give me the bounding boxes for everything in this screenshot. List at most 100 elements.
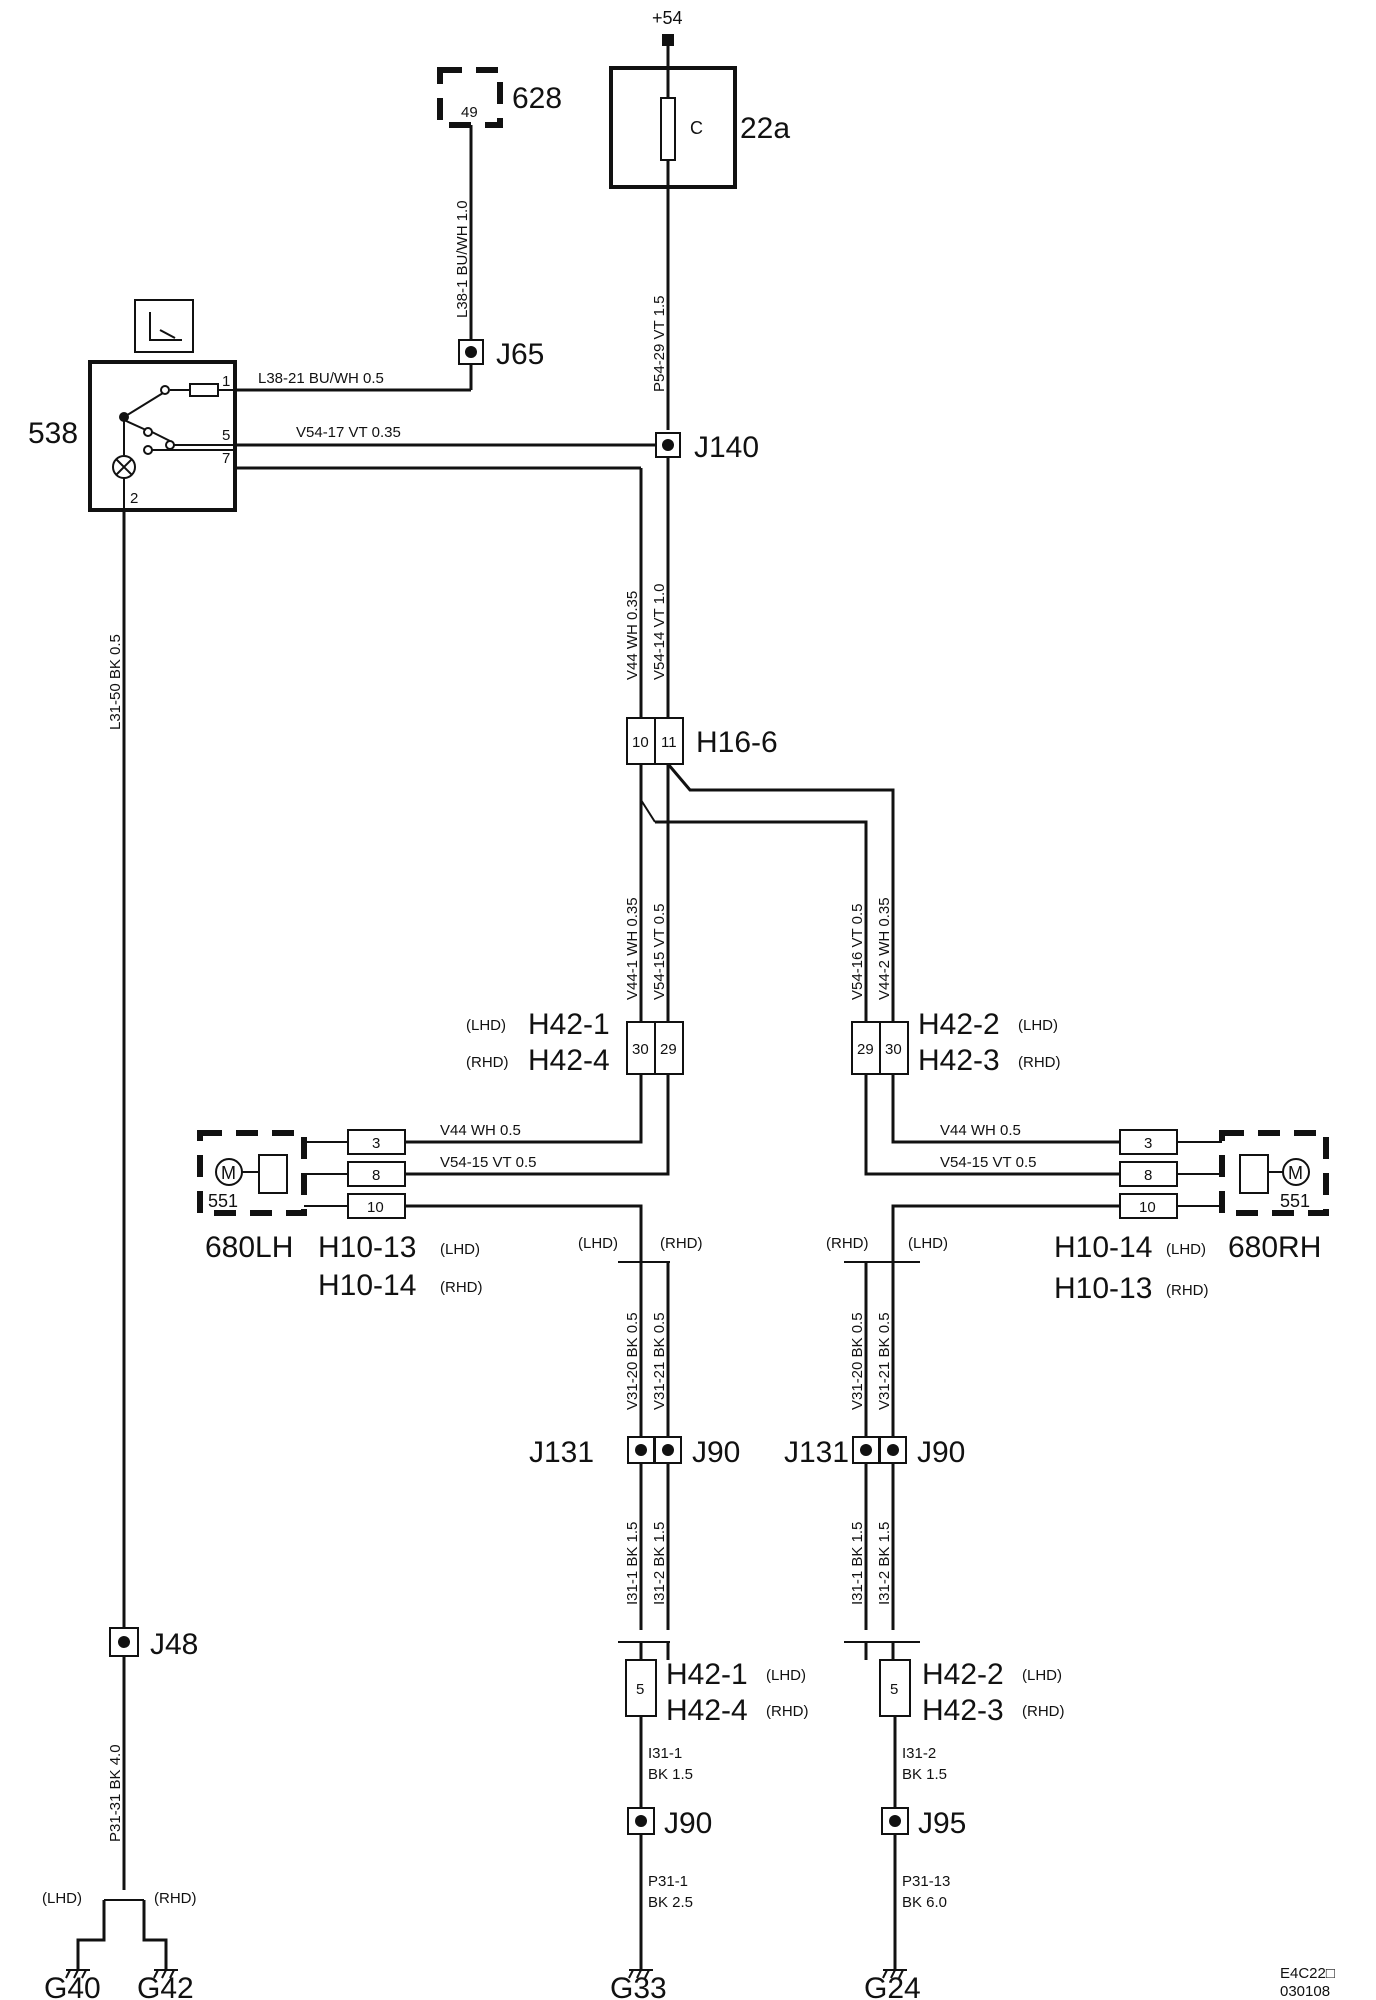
connector-h42-3-label: H42-3	[918, 1044, 1000, 1077]
supply-terminal	[662, 34, 674, 46]
motor-lh-code: 551	[208, 1191, 238, 1211]
svg-text:30: 30	[885, 1041, 902, 1058]
tag-lhd-h42-1: (LHD)	[466, 1017, 506, 1034]
svg-text:8: 8	[372, 1167, 380, 1184]
connector-h16-6-pin11	[654, 717, 684, 765]
svg-text:J131: J131	[529, 1436, 594, 1469]
svg-text:11: 11	[661, 734, 677, 751]
wire-v44-2: V44-2 WH 0.35	[876, 897, 893, 1000]
connector-h42-ground-right	[879, 1659, 911, 1717]
wire-v54-16: V54-16 VT 0.5	[849, 904, 866, 1000]
connector-h42-1-ground-label: H42-1	[666, 1658, 748, 1691]
tag-lhd-h42-2: (LHD)	[1018, 1017, 1058, 1034]
wire-v31-21-left: V31-21 BK 0.5	[651, 1312, 668, 1410]
svg-text:3: 3	[372, 1135, 380, 1152]
footer-date: 030108	[1280, 1983, 1330, 2000]
control-pin-49: 49	[461, 104, 478, 121]
wire-i31-1-right: I31-1 BK 1.5	[849, 1522, 866, 1605]
switch-pin-5: 5	[222, 427, 230, 444]
switch-icon	[134, 299, 194, 353]
wire-v44-wh-05-left: V44 WH 0.5	[440, 1122, 521, 1139]
connector-h42-4-label: H42-4	[528, 1044, 610, 1077]
wire-v54-14: V54-14 VT 1.0	[651, 584, 668, 680]
tag-lhd-h10-14-right: (LHD)	[1166, 1241, 1206, 1258]
svg-text:(RHD): (RHD)	[766, 1703, 809, 1720]
wire-i31-2-left: I31-2 BK 1.5	[651, 1522, 668, 1605]
svg-text:J90: J90	[692, 1436, 740, 1469]
connector-h10-14-right: H10-14	[1054, 1231, 1152, 1264]
fuse-letter: C	[690, 118, 703, 138]
wire-i31-2-right: I31-2 BK 1.5	[876, 1522, 893, 1605]
svg-text:10: 10	[367, 1199, 384, 1216]
svg-text:8: 8	[1144, 1167, 1152, 1184]
switch-label: 538	[28, 417, 78, 450]
tag-rhd-h42-3: (RHD)	[1018, 1054, 1061, 1071]
connector-h42-1-label: H42-1	[528, 1008, 610, 1041]
wire-p31-13: P31-13	[902, 1873, 950, 1890]
tag-rhd-h10-14-left: (RHD)	[440, 1279, 483, 1296]
fuse-icon	[660, 97, 676, 161]
footer-code: E4C22□	[1280, 1965, 1335, 1982]
ground-g40-icon	[65, 1969, 90, 1979]
wire-l31-50: L31-50 BK 0.5	[107, 634, 124, 730]
wire-i31-1-short: I31-1	[648, 1745, 682, 1762]
tag-rhd-h10-13-right: (RHD)	[1166, 1282, 1209, 1299]
fuse-box	[609, 66, 737, 189]
ground-g24-label: G24	[864, 1972, 921, 2000]
junction-j90	[627, 1807, 655, 1835]
connector-h10-14-left: H10-14	[318, 1269, 416, 1302]
wire-v44: V44 WH 0.35	[624, 591, 641, 680]
wire-i31-1-left: I31-1 BK 1.5	[624, 1522, 641, 1605]
supply-label: +54	[652, 8, 683, 28]
connector-h42-2-ground-label: H42-2	[922, 1658, 1004, 1691]
tag-rhd-h42-4: (RHD)	[466, 1054, 509, 1071]
junction-j65-label: J65	[496, 338, 544, 371]
switch-pin-7: 7	[222, 450, 230, 467]
connector-lh-pin8	[347, 1161, 406, 1187]
junction-j48-label: J48	[150, 1628, 198, 1661]
wire-p31-31: P31-31 BK 4.0	[107, 1744, 124, 1842]
tag-lhd-h10-13-left: (LHD)	[440, 1241, 480, 1258]
wire-i31-2-short: I31-2	[902, 1745, 936, 1762]
svg-text:3: 3	[1144, 1135, 1152, 1152]
svg-text:5: 5	[890, 1681, 898, 1698]
connector-h10-13-left: H10-13	[318, 1231, 416, 1264]
svg-text:10: 10	[632, 734, 649, 751]
connector-lh-pin10	[347, 1193, 406, 1219]
wire-v54-17: V54-17 VT 0.35	[296, 424, 401, 441]
connector-h16-6-label: H16-6	[696, 726, 778, 759]
svg-text:(LHD): (LHD)	[1022, 1667, 1062, 1684]
svg-text:29: 29	[660, 1041, 677, 1058]
wire-v54-15-left: V54-15 VT 0.5	[440, 1154, 536, 1171]
fuse-box-label: 22a	[740, 112, 790, 145]
svg-text:10: 10	[1139, 1199, 1156, 1216]
wire-v54-15: V54-15 VT 0.5	[651, 904, 668, 1000]
switch-538	[88, 360, 237, 512]
svg-text:J131: J131	[784, 1436, 849, 1469]
wire-p54-29: P54-29 VT 1.5	[651, 296, 668, 392]
tag-rhd-right-branch: (RHD)	[826, 1235, 869, 1252]
tag-lhd-left-branch: (LHD)	[578, 1235, 618, 1252]
connector-h42-3-ground-label: H42-3	[922, 1694, 1004, 1727]
ground-g33-icon	[628, 1969, 653, 1979]
junction-j140-label: J140	[694, 431, 759, 464]
svg-text:M: M	[221, 1163, 236, 1183]
wire-v31-20-left: V31-20 BK 0.5	[624, 1312, 641, 1410]
tag-rhd-ground: (RHD)	[154, 1890, 197, 1907]
tag-lhd-right-branch: (LHD)	[908, 1235, 948, 1252]
control-unit-label: 628	[512, 82, 562, 115]
wire-v54-15-right: V54-15 VT 0.5	[940, 1154, 1036, 1171]
wire-p31-1: P31-1	[648, 1873, 688, 1890]
motor-lh-label: 680LH	[205, 1231, 293, 1264]
connector-h42-right-pin30	[879, 1021, 909, 1075]
wire-bk15-right: BK 1.5	[902, 1766, 947, 1783]
connector-rh-pin8	[1119, 1161, 1178, 1187]
ground-g40-label: G40	[44, 1972, 101, 2000]
ground-g24-icon	[882, 1969, 907, 1979]
wire-bk60: BK 6.0	[902, 1894, 947, 1911]
junction-j95-label: J95	[918, 1807, 966, 1840]
junction-j90-label: J90	[664, 1807, 712, 1840]
wire-bk15-left: BK 1.5	[648, 1766, 693, 1783]
svg-text:(RHD): (RHD)	[1022, 1703, 1065, 1720]
